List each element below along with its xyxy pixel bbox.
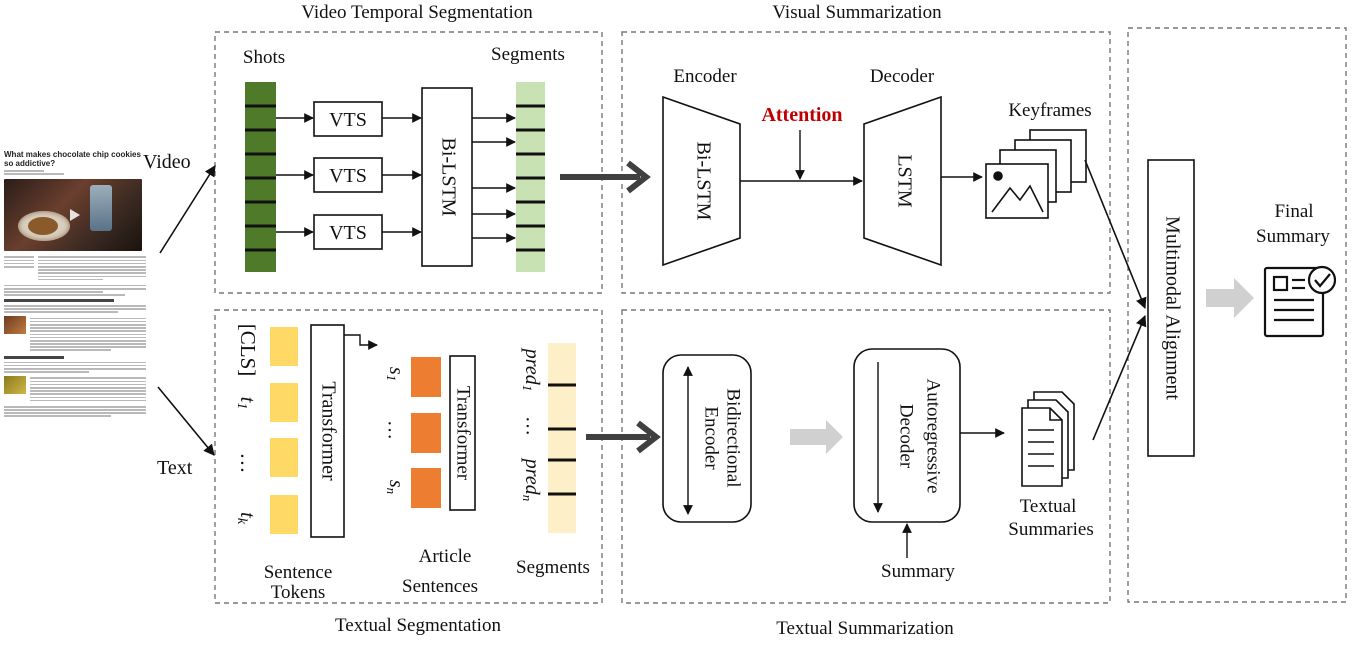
final-summary-icon (1263, 265, 1337, 338)
multimodal-alignment-box (1147, 159, 1195, 457)
article-thumb-1 (4, 316, 26, 334)
article-body-1 (4, 255, 146, 282)
textsum-section-box (621, 309, 1111, 604)
autoregressive-label-1: Autoregressive (923, 378, 944, 493)
textual-summaries-label-2: Summaries (1008, 519, 1094, 540)
vts-block-1-label: VTS (329, 109, 367, 131)
encoder-to-decoder-grey-arrow (790, 420, 843, 454)
segment-dividers (516, 104, 545, 252)
text-segment-dividers (548, 383, 576, 496)
shot-dividers (245, 104, 276, 252)
article-transformer-label: Transformer (453, 386, 474, 481)
vts-block-2 (313, 157, 383, 193)
sentence-ellipsis: … (383, 420, 405, 440)
vts-arrows (276, 113, 516, 243)
textseg-section-title: Textual Segmentation (335, 615, 501, 636)
vts-section-title: Video Temporal Segmentation (301, 2, 533, 23)
sentence-tokens-label-2: Tokens (271, 582, 326, 603)
shots-label: Shots (243, 47, 285, 68)
autoregressive-label-2: Decoder (896, 404, 917, 469)
article-document: What makes chocolate chip cookies so add… (4, 150, 146, 630)
visual-encoder-trapezoid (662, 95, 741, 267)
text-segments-label: Segments (516, 557, 590, 578)
t1-token-label: t1 (234, 397, 260, 410)
autoregressive-decoder-box (853, 348, 961, 523)
vts-to-visual-arrowhead (626, 160, 651, 194)
article-sentences-label-2: Sentences (402, 576, 478, 597)
vts-block-2-label: VTS (329, 165, 367, 187)
visual-section-title: Visual Summarization (772, 2, 942, 23)
textual-summaries-icon (1021, 391, 1075, 487)
article-thumb-2 (4, 375, 26, 394)
pred1-label: pred1 (520, 347, 543, 391)
s1-label: s1 (384, 367, 407, 381)
vts-block-3-label: VTS (329, 222, 367, 244)
multimodal-alignment-label: Multimodal Alignment (1161, 216, 1183, 400)
summaries-to-alignment-arrow (1092, 314, 1147, 441)
article-body-2 (4, 284, 146, 297)
textual-summaries-label-1: Textual (1020, 496, 1077, 517)
keyframes-to-alignment-arrow (1084, 159, 1147, 310)
article-sentences-label-1: Article (419, 546, 472, 567)
keyframes-icon (985, 129, 1087, 219)
segments-label: Segments (491, 44, 565, 65)
article-meta (4, 170, 146, 175)
vts-bilstm-box (421, 87, 473, 267)
sn-label: sn (384, 480, 407, 494)
vts-block-3 (313, 214, 383, 250)
video-input-arrow (159, 165, 216, 254)
predn-label: predn (520, 457, 543, 501)
attention-label: Attention (761, 104, 842, 126)
visual-section-box (621, 31, 1111, 294)
alignment-section-box (1127, 27, 1347, 603)
final-summary-label-2: Summary (1256, 226, 1330, 247)
video-thumbnail (4, 178, 142, 251)
text-input-arrow (157, 386, 215, 456)
encoder-label: Encoder (673, 66, 737, 87)
vts-section-box (214, 31, 603, 294)
article-body-7 (4, 405, 146, 418)
bidirectional-label-2: Encoder (701, 406, 722, 470)
transformer-to-sentence-arrow (344, 334, 378, 350)
play-icon (70, 208, 80, 221)
article-subheading-2 (4, 355, 146, 359)
cookie-shape (28, 216, 58, 235)
textsum-section-title: Textual Summarization (776, 618, 954, 639)
cls-token-label: [CLS] (236, 324, 260, 377)
alignment-to-final-arrow (1206, 278, 1254, 318)
sentence-transformer-box (310, 324, 345, 538)
article-body-3 (4, 305, 146, 313)
summary-label: Summary (881, 561, 955, 582)
article-body-6 (4, 375, 146, 403)
article-transformer-box (449, 355, 476, 511)
article-title: What makes chocolate chip cookies so add… (4, 150, 141, 168)
final-summary-label-1: Final (1274, 201, 1313, 222)
textseg-to-textsum-arrowhead (636, 420, 661, 454)
article-subheading-1 (4, 299, 146, 303)
visual-decoder-label: LSTM (893, 154, 915, 208)
visual-encoder-label: Bi-LSTM (692, 142, 714, 221)
keyframes-label: Keyframes (1008, 100, 1091, 121)
token-ellipsis: … (236, 453, 260, 474)
glass-shape (90, 184, 112, 231)
vts-bilstm-label: Bi-LSTM (437, 138, 459, 217)
text-label: Text (157, 457, 193, 479)
vts-block-1 (313, 101, 383, 137)
visual-decoder-trapezoid (863, 95, 942, 267)
text-segments-column (548, 343, 576, 533)
sentence-tokens-label-1: Sentence (264, 562, 333, 583)
video-label: Video (143, 151, 191, 173)
bidirectional-label-1: Bidirectional (723, 388, 744, 487)
sentence-transformer-label: Transformer (317, 381, 339, 481)
pred-ellipsis: … (521, 416, 543, 436)
article-body-5 (4, 361, 146, 373)
tk-token-label: tk (234, 512, 260, 525)
article-sentence-blocks (411, 357, 441, 508)
article-body-4 (4, 316, 146, 353)
decoder-label: Decoder (870, 66, 935, 87)
textseg-section-box (214, 309, 603, 604)
sentence-token-blocks (270, 327, 298, 534)
